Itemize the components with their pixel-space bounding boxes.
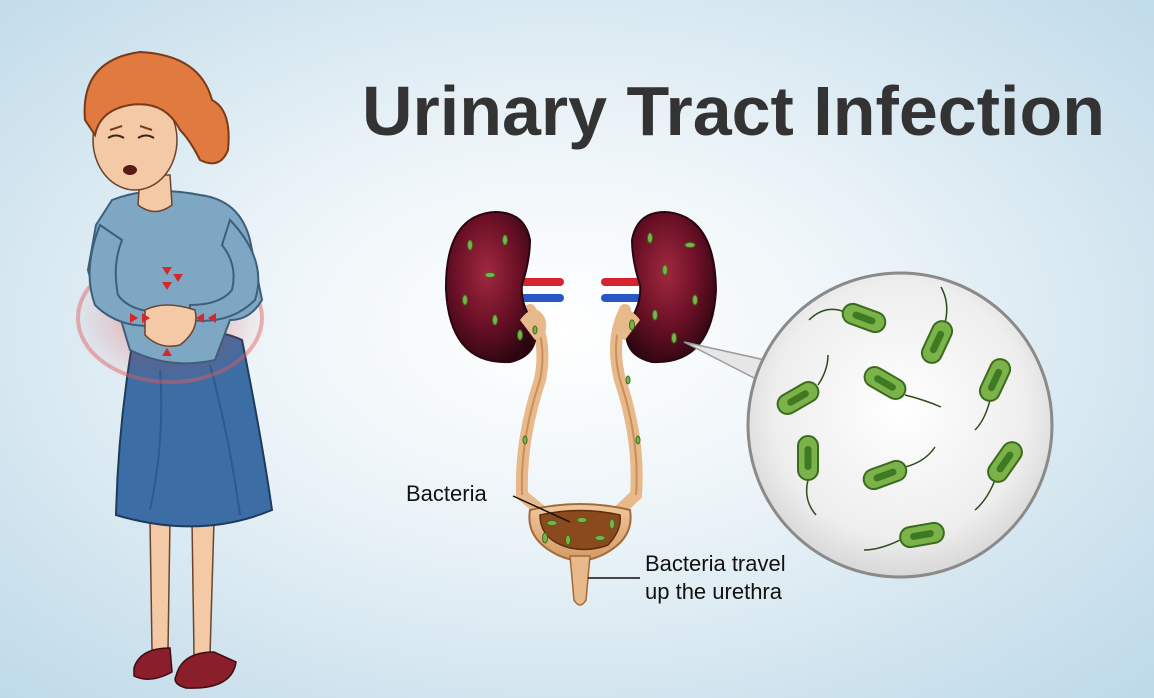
kidney-bacteria xyxy=(462,232,698,445)
bacteria-travel-line2: up the urethra xyxy=(645,579,782,604)
bacteria-flagellum xyxy=(817,354,829,386)
bacteria-flagellum xyxy=(940,286,948,324)
magnified-bacteria-circle xyxy=(683,271,1054,579)
bacterium-core xyxy=(996,451,1014,473)
bacterium-core xyxy=(852,311,876,325)
hair xyxy=(83,50,230,165)
bacteria-flagellum xyxy=(805,479,817,516)
bacteria-travel-label: Bacteria travel up the urethra xyxy=(645,550,786,606)
right-shoe-icon xyxy=(174,651,237,689)
right-kidney-icon xyxy=(625,210,718,364)
pain-arrows-icon xyxy=(130,267,216,356)
bacterium-core xyxy=(873,468,897,482)
urethra xyxy=(569,555,591,606)
left-shoe-icon xyxy=(133,647,173,680)
bacterium-core xyxy=(929,330,945,354)
hands xyxy=(144,304,197,347)
bacteria-travel-line1: Bacteria travel xyxy=(645,551,786,576)
bacteria-flagellum xyxy=(904,446,936,468)
left-kidney-icon xyxy=(444,210,537,364)
woman-figure xyxy=(72,50,274,689)
page-title: Urinary Tract Infection xyxy=(362,72,1105,150)
bacterium-core xyxy=(804,446,812,470)
bacteria-flagellum xyxy=(904,394,942,408)
urinary-system xyxy=(444,210,718,606)
bacterium-core xyxy=(910,530,934,540)
bacterium-core xyxy=(874,375,896,391)
bacteria-flagellum xyxy=(808,308,846,321)
bacterium-core xyxy=(787,390,809,406)
bacteria-flagellum xyxy=(974,399,991,431)
bacteria-label: Bacteria xyxy=(406,481,487,506)
bacteria-flagellum xyxy=(974,479,996,511)
bacteria-flagellum xyxy=(863,539,901,551)
bacterium-core xyxy=(987,368,1003,392)
bacteria-cluster xyxy=(776,286,1023,551)
